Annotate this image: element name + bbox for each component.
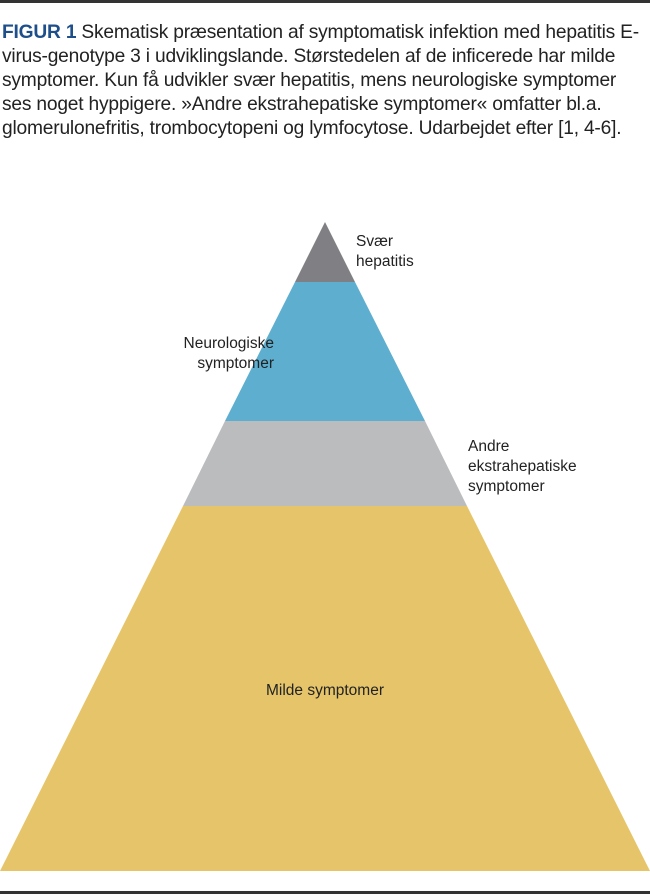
label-line: Andre	[468, 438, 510, 455]
label-line: Neurologiske	[183, 335, 274, 352]
layer-mild	[0, 506, 650, 871]
bottom-rule	[0, 891, 650, 894]
label-line: Svær	[356, 233, 394, 250]
figure-caption: FIGUR 1 Skematisk præsentation af sympto…	[2, 21, 650, 141]
label-severe-hepatitis: Svær hepatitis	[356, 232, 414, 272]
label-mild: Milde symptomer	[266, 682, 384, 699]
label-line: ekstrahepatiske	[468, 458, 577, 475]
label-neurological: Neurologiske symptomer	[120, 334, 274, 374]
top-rule	[0, 0, 650, 3]
layer-other-extrahepatic	[183, 421, 467, 506]
layer-severe-hepatitis	[295, 222, 355, 282]
caption-text: Skematisk præsentation af symptomatisk i…	[2, 22, 639, 139]
figure-label: FIGUR 1	[2, 22, 77, 43]
label-line: symptomer	[197, 355, 274, 372]
layer-neurological	[225, 282, 425, 421]
label-other-extrahepatic: Andre ekstrahepatiske symptomer	[468, 437, 577, 497]
label-line: symptomer	[468, 478, 545, 495]
label-line: hepatitis	[356, 253, 414, 270]
